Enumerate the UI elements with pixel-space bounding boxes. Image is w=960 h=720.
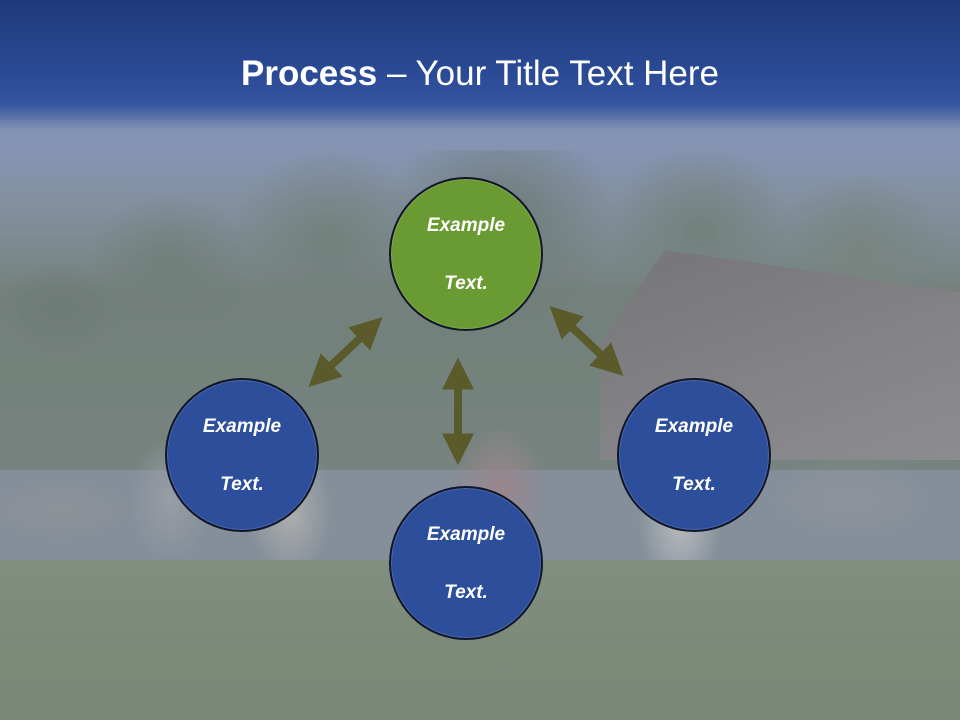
node-right-line2: Text. bbox=[672, 473, 716, 495]
node-top-line2: Text. bbox=[444, 272, 488, 294]
node-left-line1: Example bbox=[202, 415, 282, 437]
title-rest: – Your Title Text Here bbox=[377, 54, 719, 93]
arrow-top-left bbox=[308, 317, 383, 387]
node-left-line2: Text. bbox=[220, 473, 264, 495]
arrow-top-right bbox=[549, 306, 624, 376]
slide-title: Process – Your Title Text Here bbox=[0, 52, 960, 96]
title-bar bbox=[0, 0, 960, 130]
node-bottom-line2: Text. bbox=[444, 581, 488, 603]
node-top-line1: Example bbox=[426, 214, 506, 236]
node-bottom-line1: Example bbox=[426, 523, 506, 545]
title-bold: Process bbox=[241, 54, 378, 93]
node-right-line1: Example bbox=[654, 415, 734, 437]
